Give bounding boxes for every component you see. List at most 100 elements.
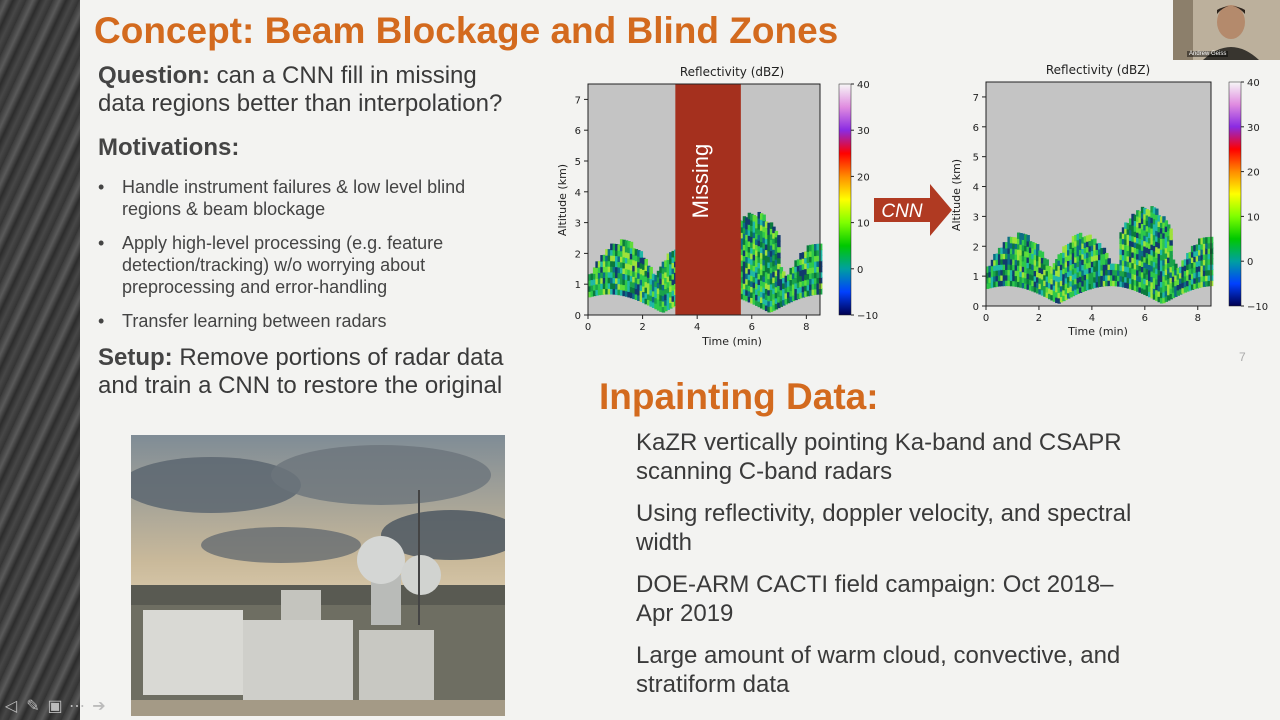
echo-cell [752,220,757,228]
echo-cell [1152,271,1157,279]
echo-cell [1176,284,1180,291]
echo-cell [1159,216,1164,223]
echo-cell [816,265,820,273]
echo-cell [752,237,757,244]
echo-cell [654,291,658,299]
echo-cell [644,292,648,299]
echo-cell [811,244,815,251]
echo-cell [784,292,788,299]
echo-cell [671,289,675,297]
echo-cell [796,292,801,300]
echo-cell [1167,235,1171,242]
echo-cell [1036,287,1040,294]
echo-cell [1026,272,1030,280]
question-text: can a CNN fill in missing [216,62,477,89]
echo-cell [1086,273,1090,280]
echo-cell [1033,264,1038,271]
next-arrow-icon[interactable]: ➔ [92,698,106,715]
echo-cell [646,271,651,278]
echo-cell [666,281,671,288]
y-tick-label: 2 [973,242,979,253]
echo-cell [804,262,808,270]
echo-cell [742,249,747,257]
echo-cell [602,271,607,278]
echo-cell [818,265,823,273]
echo-cell [1019,281,1023,288]
echo-cell [769,272,774,279]
echo-cell [1033,248,1038,255]
echo-cell [1207,269,1211,276]
echo-cell [1209,242,1214,249]
echo-cell [1155,219,1159,226]
echo-cell [1021,244,1026,251]
echo-cell [1126,244,1130,251]
prev-arrow-icon[interactable]: ◁ [4,698,18,715]
echo-cell [1016,243,1021,250]
echo-cell [1109,279,1114,287]
echo-cell [656,304,661,311]
webcam-video[interactable]: Andrew Geiss [1173,0,1280,60]
echo-cell [1193,255,1197,263]
echo-cell [1133,241,1138,248]
slides-icon[interactable]: ▣ [47,698,63,715]
echo-cell [1062,294,1066,302]
echo-cell [1043,258,1047,265]
echo-cell [1102,269,1107,276]
echo-cell [1190,272,1195,280]
echo-cell [1093,260,1097,267]
echo-cell [1209,269,1214,276]
item-line: scanning C-band radars [636,458,893,485]
echo-cell [632,253,636,261]
echo-cell [669,302,673,309]
echo-cell [1138,243,1142,250]
pen-icon[interactable]: ✎ [26,698,40,715]
echo-cell [1002,263,1007,271]
echo-cell [1071,252,1076,259]
echo-cell [622,284,626,291]
echo-cell [605,282,609,289]
echo-cell [799,280,803,288]
echo-cell [624,245,629,253]
echo-cell [1031,268,1035,276]
echo-cell [1148,290,1152,298]
echo-cell [1138,221,1142,229]
echo-cell [774,264,779,271]
more-icon[interactable]: ⋯ [69,698,85,715]
echo-cell [1059,253,1064,260]
echo-cell [1012,237,1016,244]
echo-cell [1148,215,1152,222]
echo-cell [1088,277,1092,285]
echo-cell [656,281,661,289]
echo-cell [779,294,784,302]
echo-cell [1152,228,1157,236]
echo-cell [656,270,661,278]
echo-cell [1095,275,1099,283]
echo-cell [1036,281,1040,289]
echo-cell [762,253,766,260]
echo-cell [1088,266,1092,274]
echo-cell [1090,239,1095,246]
echo-cell [1038,250,1042,257]
echo-cell [774,286,779,293]
echo-cell [997,280,1002,287]
echo-cell [764,243,769,251]
echo-cell [1200,270,1204,277]
echo-cell [1088,272,1092,279]
echo-cell [747,240,752,247]
echo-cell [789,273,793,280]
echo-cell [1136,258,1140,265]
echo-cell [762,275,766,283]
echo-cell [1152,218,1157,225]
missing-region [675,84,741,315]
echo-cell [649,278,653,285]
echo-cell [777,279,781,286]
echo-cell [1093,238,1097,246]
y-tick-label: 1 [575,280,581,291]
echo-cell [610,265,614,273]
echo-cell [634,254,639,262]
echo-cell [745,217,749,224]
echo-cell [1124,222,1128,229]
echo-cell [1164,274,1169,281]
echo-cell [654,286,658,293]
echo-cell [1024,234,1028,241]
